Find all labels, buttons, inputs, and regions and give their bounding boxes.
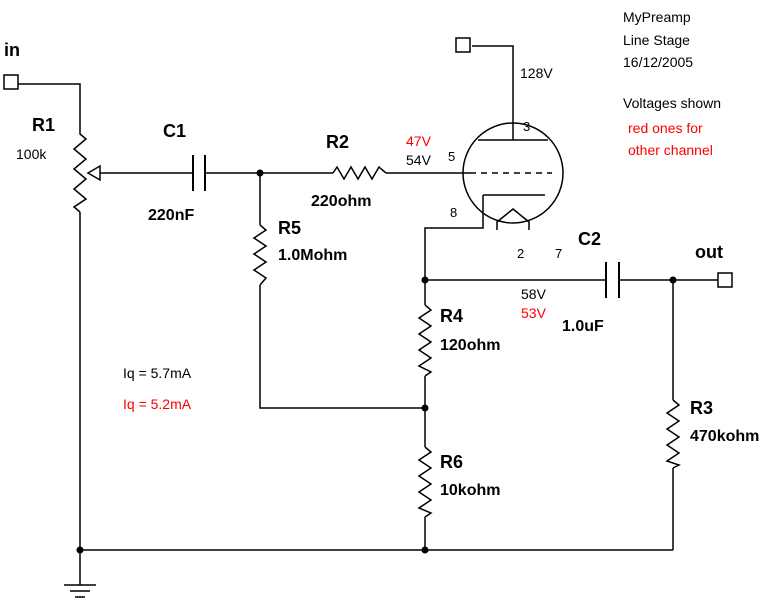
c2-ref: C2 (578, 229, 601, 249)
output-port (717, 272, 733, 288)
ground-icon (64, 584, 96, 598)
junction-dot (669, 276, 677, 284)
r5-value: 1.0Mohm (278, 247, 347, 264)
r6-value: 10kohm (440, 482, 500, 499)
r1-value: 100k (16, 146, 47, 162)
iq-current-red: Iq = 5.2mA (123, 396, 192, 412)
r3-resistor (665, 399, 681, 469)
iq-current: Iq = 5.7mA (123, 365, 192, 381)
junction-dot (421, 546, 429, 554)
r4-resistor (417, 304, 433, 377)
r2-resistor (332, 165, 387, 181)
pin-cathode: 8 (450, 205, 457, 220)
r4-ref: R4 (440, 306, 463, 326)
r1-potentiometer (72, 130, 101, 213)
r2-ref: R2 (326, 132, 349, 152)
junctions (76, 169, 677, 554)
supply-voltage: 128V (520, 65, 553, 81)
c1-ref: C1 (163, 121, 186, 141)
junction-dot (256, 169, 264, 177)
note-voltages-shown: Voltages shown (623, 95, 721, 111)
supply-port (455, 37, 471, 53)
r1-ref: R1 (32, 115, 55, 135)
c1-value: 220nF (148, 207, 194, 224)
junction-dot (421, 276, 429, 284)
wires (16, 45, 718, 585)
pin-anode: 3 (523, 119, 530, 134)
pin-grid: 5 (448, 149, 455, 164)
grid-voltage-red: 47V (406, 133, 432, 149)
r4-value: 120ohm (440, 337, 500, 354)
c1-capacitor (192, 155, 206, 191)
c2-capacitor (605, 262, 620, 298)
r3-ref: R3 (690, 398, 713, 418)
note-red-line1: red ones for (628, 120, 703, 136)
junction-dot (76, 546, 84, 554)
wire-cathode (424, 195, 484, 305)
title-stage: Line Stage (623, 32, 690, 48)
grid-voltage: 54V (406, 152, 432, 168)
r5-resistor (252, 224, 268, 286)
junction-dot (421, 404, 429, 412)
c2-value: 1.0uF (562, 318, 604, 335)
title-project: MyPreamp (623, 9, 691, 25)
cathode-voltage: 58V (521, 286, 547, 302)
r3-value: 470kohm (690, 428, 759, 445)
wire-input (16, 83, 81, 130)
r6-resistor (417, 446, 433, 518)
cathode-voltage-red: 53V (521, 305, 547, 321)
output-label: out (695, 242, 723, 262)
title-date: 16/12/2005 (623, 54, 693, 70)
wire-supply (472, 45, 514, 140)
pin-heater-b: 7 (555, 246, 562, 261)
input-label: in (4, 40, 20, 60)
r2-value: 220ohm (311, 193, 371, 210)
r6-ref: R6 (440, 452, 463, 472)
note-red-line2: other channel (628, 142, 713, 158)
triode-tube-icon (462, 122, 564, 230)
input-port (3, 74, 19, 90)
wiper-arrow-icon (86, 164, 101, 182)
wire-r5-bottom (259, 285, 425, 409)
pin-heater-a: 2 (517, 246, 524, 261)
r5-ref: R5 (278, 218, 301, 238)
